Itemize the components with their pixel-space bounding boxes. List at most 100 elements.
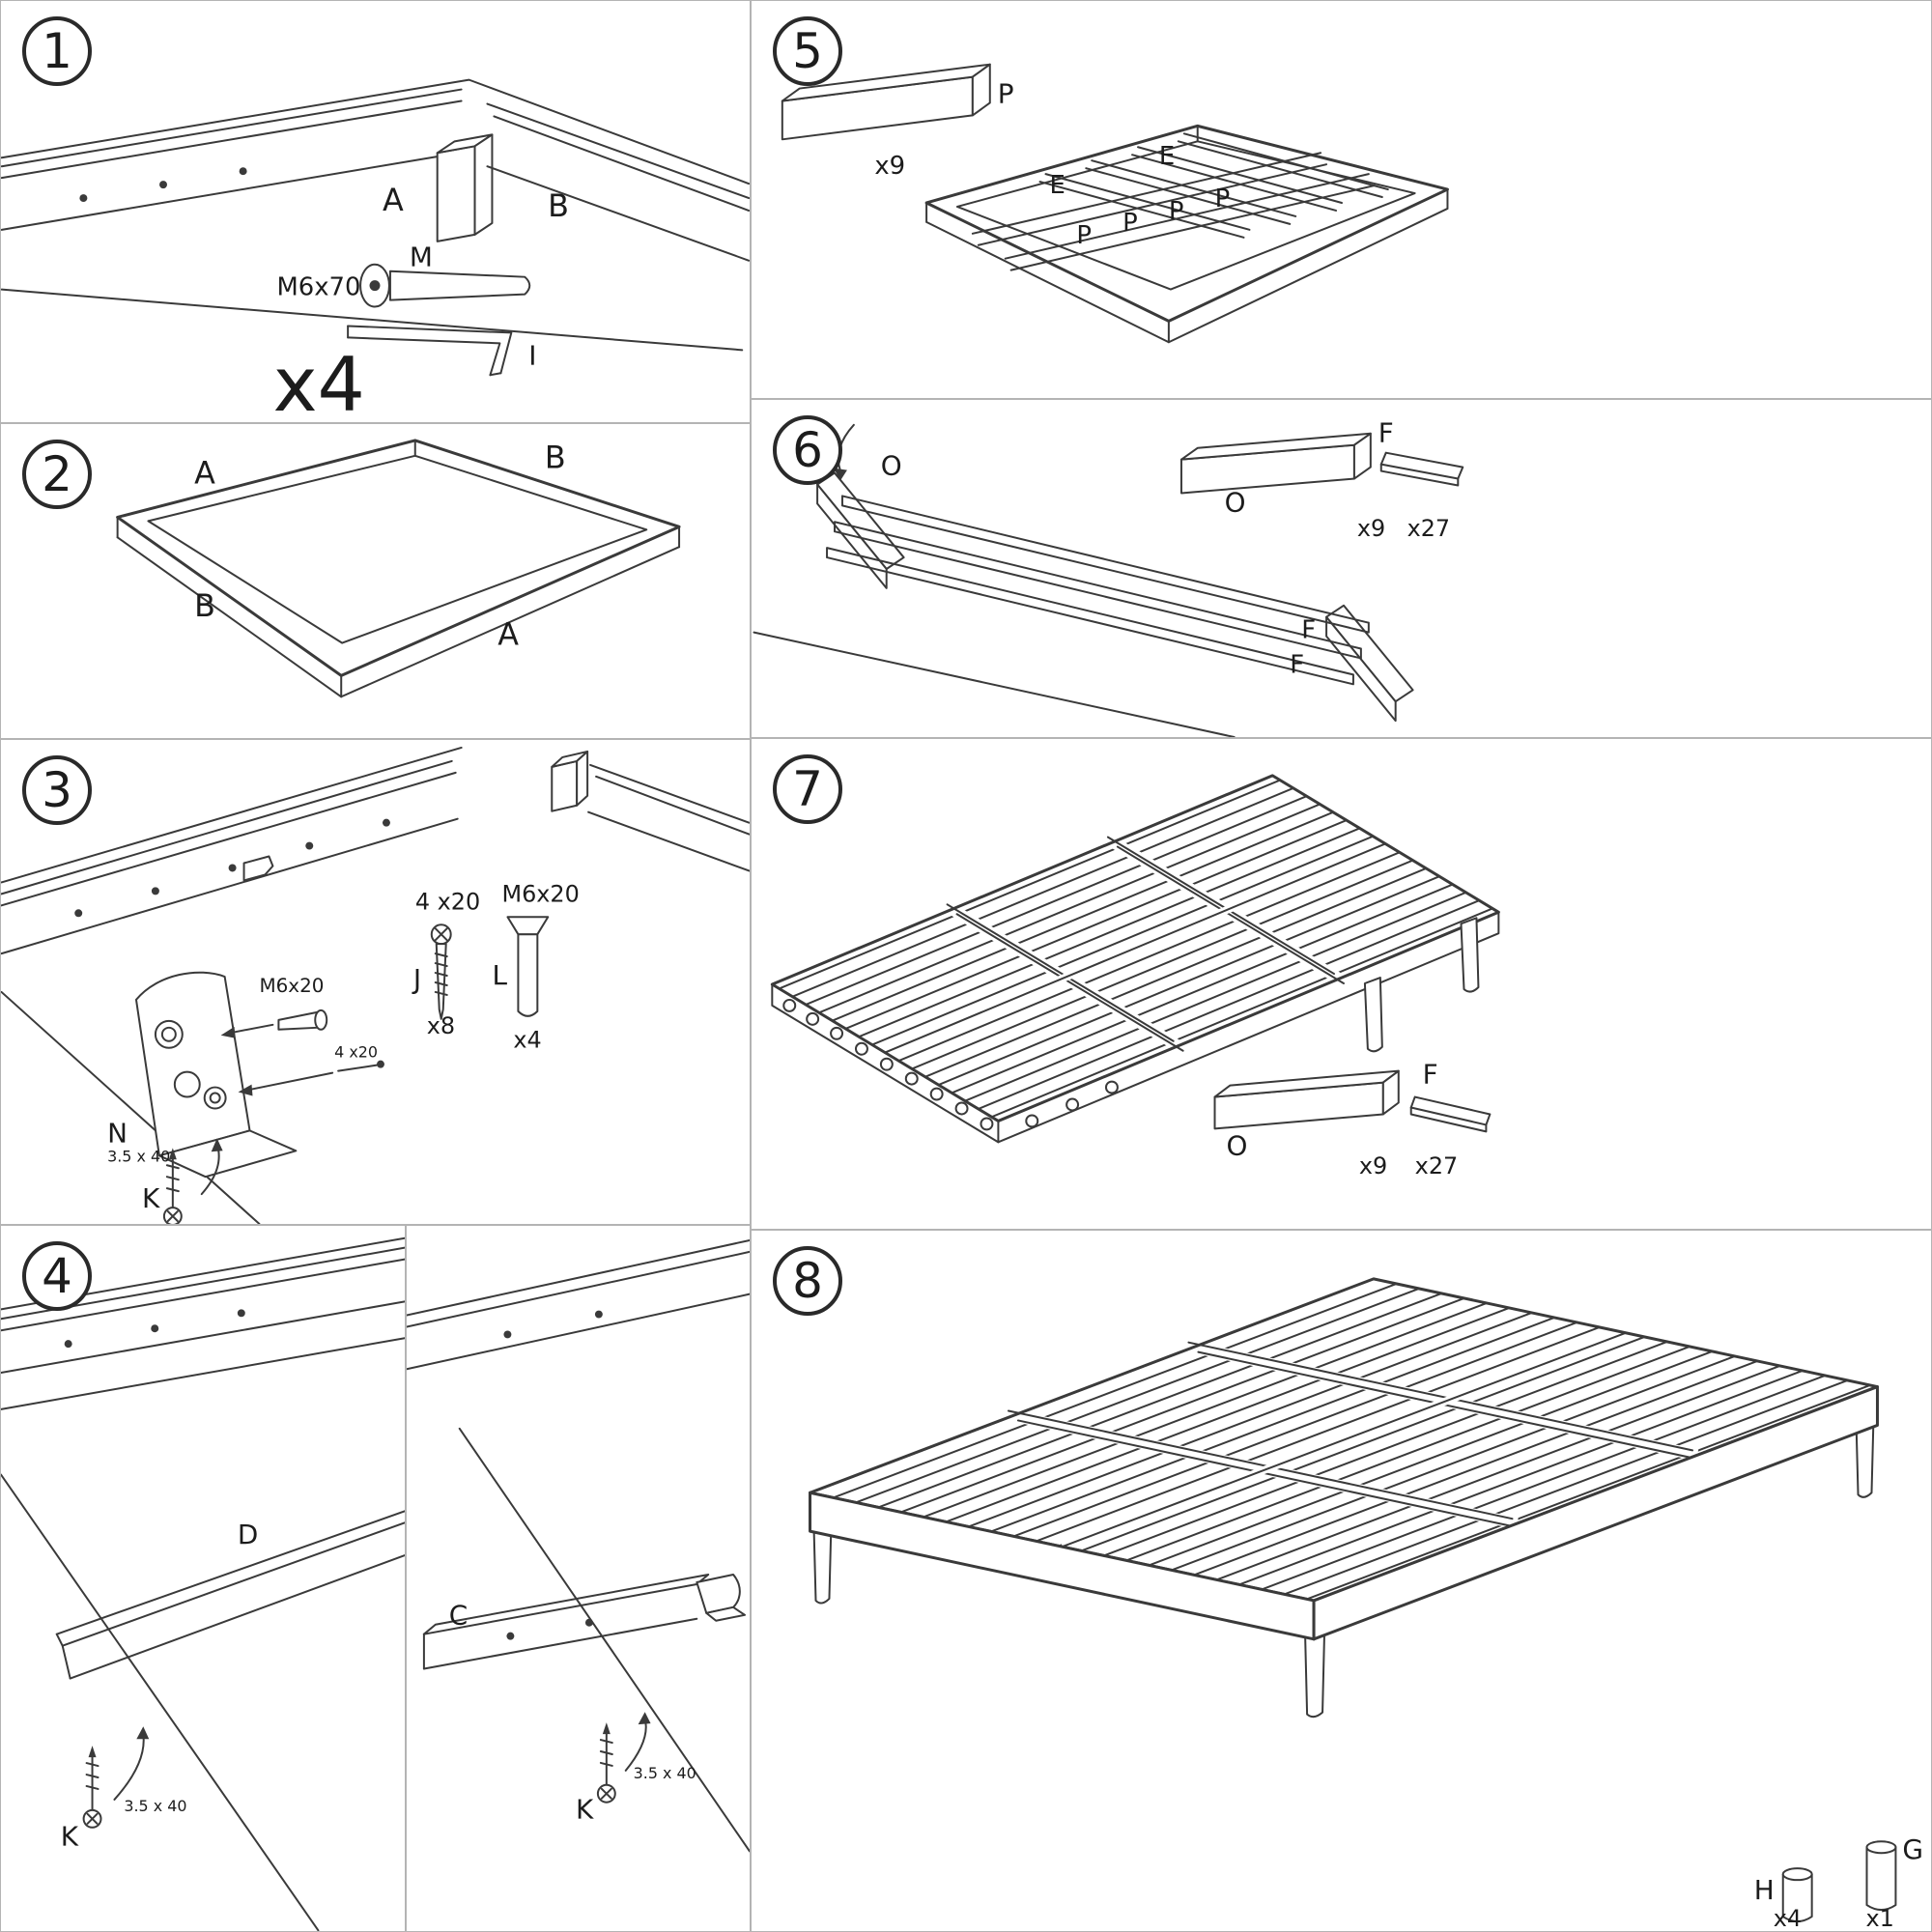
step-7-illustration: F O x9 x27 xyxy=(770,774,1500,1179)
bolt-callout-label: M6x20 xyxy=(259,975,324,997)
step-3-illustration: N M6x20 4 x20 4 x20 J x8 M6x20 L x4 3.5 … xyxy=(1,746,750,1224)
step-4-left-illustration: D K 3.5 x 40 xyxy=(1,1236,405,1931)
step-2-panel: 2 A B B A xyxy=(0,423,751,739)
step-number: 5 xyxy=(792,23,823,79)
step-number: 1 xyxy=(42,23,72,79)
step-4-badge: 4 xyxy=(22,1241,92,1311)
bolt-m6x20-callout xyxy=(220,1009,328,1038)
step-number: 3 xyxy=(42,762,72,818)
legs xyxy=(1363,917,1480,1053)
rail-b-label: B xyxy=(548,187,569,224)
screw-k-spec-label: 3.5 x 40 xyxy=(107,1147,170,1165)
step-1-panel: 1 xyxy=(0,0,751,423)
slat-p4-label: P xyxy=(1215,185,1231,213)
screw-j-spec-label: 4 x20 xyxy=(415,888,480,915)
step-7-panel: 7 xyxy=(751,738,1932,1230)
legs xyxy=(812,1416,1875,1719)
screw-4x20-callout xyxy=(238,1060,384,1096)
step-number: 4 xyxy=(42,1248,72,1304)
side-b-bottom-label: B xyxy=(194,588,215,624)
end-bracket xyxy=(696,1574,747,1622)
screw-callout-label: 4 x20 xyxy=(334,1043,378,1062)
bracket-n-label: N xyxy=(107,1117,128,1149)
rail-a xyxy=(1,78,750,231)
bolt-l-spec-label: M6x20 xyxy=(501,880,579,907)
step-4-right-illustration: C K 3.5 x 40 xyxy=(407,1238,750,1853)
bracket-n xyxy=(134,971,298,1179)
bolt-l-label: L xyxy=(493,959,508,991)
screw-k-icon xyxy=(596,1712,651,1804)
step-1-badge: 1 xyxy=(22,16,92,86)
step-number: 8 xyxy=(792,1253,823,1309)
step-number: 2 xyxy=(42,446,72,502)
bolt-m-label: M xyxy=(410,242,433,273)
rail-e1-label: E xyxy=(1049,171,1065,200)
step-4-panel-left: 4 xyxy=(0,1225,406,1932)
part-p-beam xyxy=(781,63,991,141)
rail-o-left xyxy=(816,471,905,589)
step-8-panel: 8 xyxy=(751,1230,1932,1932)
mounted-bracket xyxy=(242,855,274,882)
part-g-qty-label: x1 xyxy=(1866,1905,1894,1931)
bolt-l-icon xyxy=(506,916,550,1017)
screw-k-label: K xyxy=(142,1182,160,1214)
part-o-qty-label: x9 xyxy=(1359,1152,1387,1179)
frame-with-slats xyxy=(924,124,1449,344)
step-5-illustration: P x9 E E P P P P xyxy=(781,63,1449,344)
part-f-label: F xyxy=(1423,1059,1438,1091)
step-2-illustration: A B B A xyxy=(116,439,681,698)
slatted-base xyxy=(770,774,1500,1144)
slat-p2-label: P xyxy=(1122,209,1138,238)
rail-a-label: A xyxy=(383,182,404,218)
bed-base xyxy=(809,1277,1879,1641)
corner-post xyxy=(551,750,750,872)
assembled-frame xyxy=(116,439,681,698)
screw-k-label: K xyxy=(61,1821,79,1853)
step-3-panel: 3 xyxy=(0,739,751,1225)
part-f-qty-label: x27 xyxy=(1415,1152,1459,1179)
repeat-count-label: x4 xyxy=(273,342,365,422)
side-b-top-label: B xyxy=(545,440,566,476)
step-3-badge: 3 xyxy=(22,755,92,825)
slat-p3-label: P xyxy=(1169,197,1184,226)
part-o-qty-label: x9 xyxy=(1357,515,1385,542)
rail-b xyxy=(486,102,750,262)
slat-f1-label: F xyxy=(1301,616,1316,645)
side-a-bottom-label: A xyxy=(497,617,519,653)
crossbeam-d xyxy=(55,1510,405,1680)
screw-j-label: J xyxy=(412,963,421,995)
screw-k-label: K xyxy=(576,1794,594,1826)
step-7-badge: 7 xyxy=(773,754,842,824)
step-6-badge: 6 xyxy=(773,415,842,485)
rail-o-right xyxy=(1325,604,1414,723)
part-o-beam xyxy=(1213,1069,1400,1130)
part-h-label: H xyxy=(1754,1874,1775,1906)
floor-edge-line xyxy=(1,288,744,352)
step-1-illustration: A B M6x70 M I x4 xyxy=(1,78,750,422)
step-8-illustration: H x4 G x1 xyxy=(809,1277,1923,1931)
edge-bolts xyxy=(782,998,1119,1131)
part-h-leg xyxy=(1781,1867,1813,1923)
part-o-label: O xyxy=(1225,486,1246,518)
screw-j-qty-label: x8 xyxy=(427,1012,455,1039)
step-4-panel-right: C K 3.5 x 40 xyxy=(406,1225,751,1932)
beam-c-label: C xyxy=(449,1600,468,1632)
allen-key-icon xyxy=(347,325,513,377)
corner-block xyxy=(436,133,494,242)
frame-edge-line xyxy=(753,631,1236,737)
side-a-top-label: A xyxy=(194,456,215,492)
screw-k-icon xyxy=(162,1138,223,1224)
part-p-qty-label: x9 xyxy=(874,152,905,181)
part-h-qty-label: x4 xyxy=(1774,1905,1802,1931)
step-6-illustration: O F O x9 x27 F F xyxy=(753,417,1464,737)
beam-c xyxy=(422,1574,710,1670)
beam-d-label: D xyxy=(238,1519,258,1550)
frame-rails xyxy=(407,1238,750,1853)
part-f-slat xyxy=(1409,1095,1492,1133)
step-number: 7 xyxy=(792,761,823,817)
allen-key-label: I xyxy=(528,339,536,371)
part-g-label: G xyxy=(1902,1833,1923,1865)
part-f-label: F xyxy=(1378,417,1394,449)
frame-rails xyxy=(1,746,463,1224)
